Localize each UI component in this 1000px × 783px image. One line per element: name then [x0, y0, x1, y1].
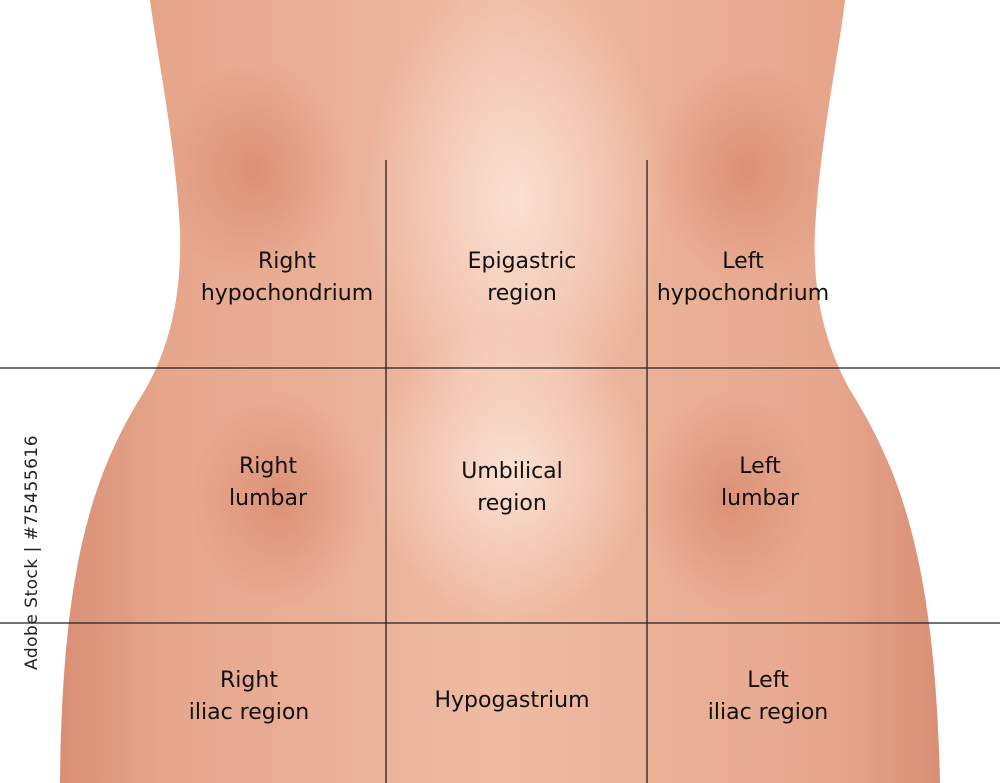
label-umbilical-region: Umbilical region: [461, 459, 563, 516]
stock-id-label: Adobe Stock | #75455616: [22, 434, 42, 670]
label-left-iliac-region: Left iliac region: [707, 668, 829, 725]
label-left-hypochondrium: Left hypochondrium: [656, 249, 830, 306]
label-epigastric-region: Epigastric region: [467, 249, 577, 306]
label-right-hypochondrium: Right hypochondrium: [200, 249, 374, 306]
label-right-lumbar: Right lumbar: [229, 454, 307, 511]
label-hypogastrium: Hypogastrium: [434, 688, 590, 713]
label-left-lumbar: Left lumbar: [721, 454, 799, 511]
region-grid: [0, 160, 1000, 783]
label-right-iliac-region: Right iliac region: [188, 668, 310, 725]
